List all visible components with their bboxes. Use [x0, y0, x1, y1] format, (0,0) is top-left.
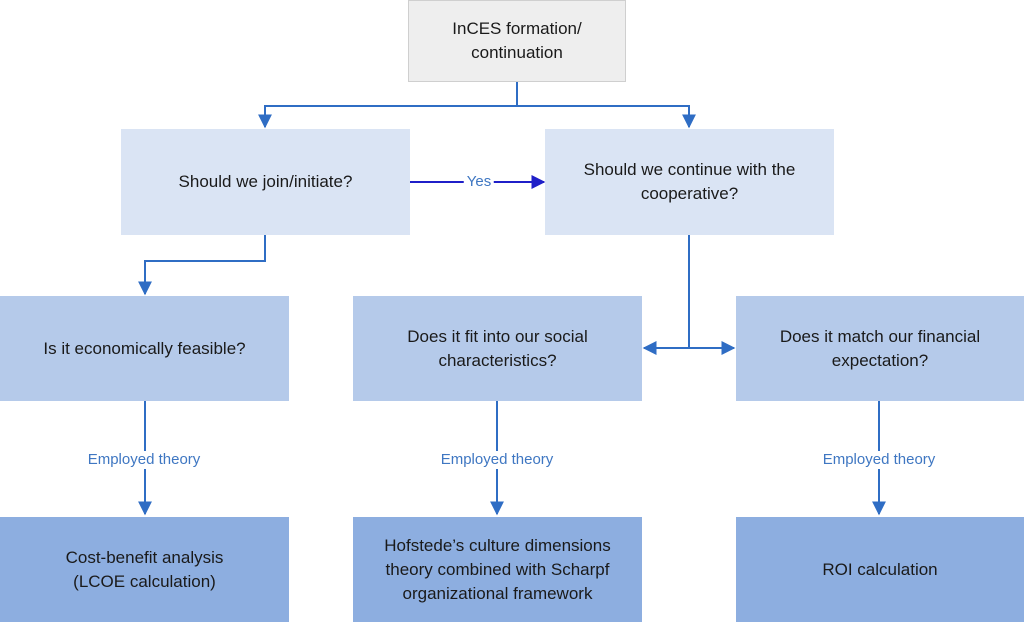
edge-join-to-economic [138, 235, 266, 296]
node-social-characteristics: Does it fit into our social characterist… [353, 296, 642, 401]
node-cost-benefit: Cost-benefit analysis (LCOE calculation) [0, 517, 289, 622]
edge-label-employed-theory-3: Employed theory [819, 451, 939, 469]
edge-root-to-join [258, 82, 518, 129]
node-economically-feasible: Is it economically feasible? [0, 296, 289, 401]
node-hofstede: Hofstede’s culture dimensions theory com… [353, 517, 642, 622]
node-economically-feasible-text: Is it economically feasible? [43, 338, 246, 358]
node-financial-expectation-text: Does it match our financial expectation? [779, 326, 981, 370]
node-financial-expectation: Does it match our financial expectation? [736, 296, 1024, 401]
node-roi: ROI calculation [736, 517, 1024, 622]
edge-label-employed-theory-1: Employed theory [84, 451, 204, 469]
edge-label-employed-theory-2: Employed theory [437, 451, 557, 469]
node-cost-benefit-text: Cost-benefit analysis (LCOE calculation) [65, 547, 224, 591]
node-roi-text: ROI calculation [822, 559, 938, 579]
node-inces-formation-text: InCES formation/ continuation [452, 19, 582, 62]
node-continue-cooperative: Should we continue with the cooperative? [545, 129, 834, 235]
node-join-initiate-text: Should we join/initiate? [178, 172, 353, 191]
node-join-initiate: Should we join/initiate? [121, 129, 410, 235]
node-hofstede-text: Hofstede’s culture dimensions theory com… [384, 535, 611, 603]
node-inces-formation: InCES formation/ continuation [408, 0, 626, 82]
node-continue-cooperative-text: Should we continue with the cooperative? [583, 160, 796, 203]
node-social-characteristics-text: Does it fit into our social characterist… [407, 326, 588, 370]
edge-root-to-continue [517, 105, 696, 129]
edge-label-yes: Yes [463, 173, 495, 191]
